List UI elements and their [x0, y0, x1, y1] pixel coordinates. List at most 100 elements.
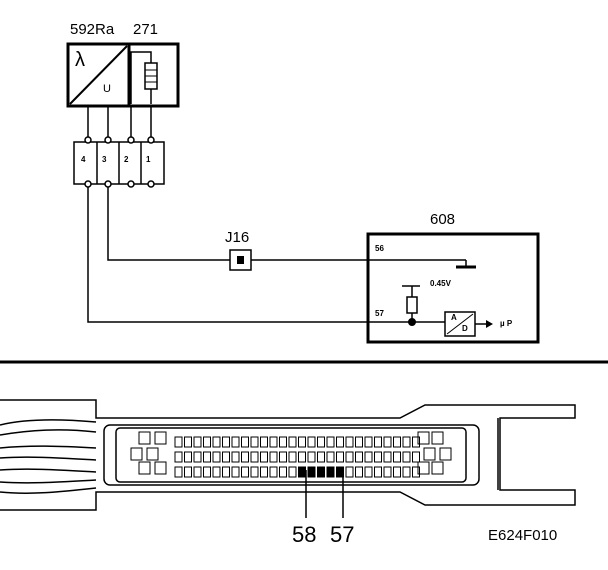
connector-pin — [355, 451, 363, 463]
connector-pin — [364, 436, 373, 448]
connector-pin — [402, 451, 411, 463]
connector-pin — [241, 466, 249, 478]
lambda-symbol: λ — [75, 49, 85, 71]
connector-pin — [260, 451, 268, 463]
junction-label: J16 — [225, 229, 250, 246]
connector-pin — [288, 436, 297, 448]
connector-pin — [307, 466, 316, 478]
ecu-pin-57: 57 — [375, 309, 384, 318]
connector-key — [138, 461, 151, 475]
connector-pin — [212, 436, 221, 448]
connector-pin-3: 3 — [102, 155, 107, 164]
connector-pin — [345, 436, 354, 448]
connector-pin — [203, 466, 211, 478]
connector-pin-4: 4 — [81, 155, 86, 164]
connector-pin — [298, 451, 306, 463]
connector-pin — [326, 436, 335, 448]
connector-pin — [412, 466, 420, 478]
connector-pin — [203, 451, 211, 463]
connector-pin — [260, 466, 268, 478]
connector-pin — [402, 466, 411, 478]
connector-pin — [279, 466, 287, 478]
voltage-symbol: U — [103, 83, 111, 95]
connector-key — [154, 461, 167, 475]
pin-rows — [130, 431, 452, 478]
ecu-label: 608 — [430, 211, 456, 228]
connector-pin — [345, 451, 354, 463]
connector-pin — [184, 451, 192, 463]
connector-pin — [393, 466, 401, 478]
sensor-diagonal — [69, 45, 128, 105]
connector-pin — [307, 451, 316, 463]
connector-pin — [269, 466, 278, 478]
microprocessor-label: µ P — [500, 319, 513, 328]
connector-pin — [212, 451, 221, 463]
ecu-box — [366, 232, 540, 344]
connector-pin — [383, 466, 392, 478]
connector-pin — [193, 451, 202, 463]
connector-key — [417, 461, 430, 475]
connector-pin — [412, 451, 420, 463]
wire-pin4-to-57 — [87, 187, 445, 323]
connector-pin — [241, 436, 249, 448]
connector-pin — [250, 466, 259, 478]
connector-pin — [412, 436, 420, 448]
ecu-pin-56: 56 — [375, 244, 384, 253]
connector-pin-2: 2 — [124, 155, 129, 164]
reference-resistor — [406, 296, 418, 314]
connector-pin — [374, 466, 382, 478]
connector-pin — [393, 436, 401, 448]
connector-pin — [383, 436, 392, 448]
connector-pin — [355, 466, 363, 478]
connector-pin — [288, 466, 297, 478]
connector-key — [423, 447, 436, 461]
converter-d: D — [462, 324, 468, 333]
connector-pin — [250, 436, 259, 448]
connector-pin-1: 1 — [146, 155, 151, 164]
connector-pin — [364, 466, 373, 478]
connector-key — [154, 431, 167, 445]
connector-pin — [374, 451, 382, 463]
connector-key — [431, 431, 444, 445]
connector-pin — [250, 451, 259, 463]
connector-pin — [231, 451, 240, 463]
connector-pin — [222, 436, 230, 448]
connector-pin — [402, 436, 411, 448]
connector-pin — [260, 436, 268, 448]
connector-pin — [222, 451, 230, 463]
pin-callout-57: 57 — [330, 522, 355, 547]
connector-pin — [317, 436, 325, 448]
connector-key — [138, 431, 151, 445]
connector-pin — [241, 451, 249, 463]
connector-pin — [374, 436, 382, 448]
connector-pin — [174, 466, 183, 478]
connector-pin — [326, 451, 335, 463]
connector-pin — [383, 451, 392, 463]
figure-code: E624F010 — [488, 527, 558, 544]
wire-pin3-to-56 — [107, 187, 230, 261]
connector-pin — [279, 451, 287, 463]
connector-key — [417, 431, 430, 445]
heater-label: 271 — [133, 21, 159, 38]
connector-pin — [269, 451, 278, 463]
connector-key — [431, 461, 444, 475]
connector-pin — [298, 466, 306, 478]
connector-pin — [393, 451, 401, 463]
connector-pin — [184, 436, 192, 448]
connector-key — [130, 447, 143, 461]
connector-pin — [288, 451, 297, 463]
reference-voltage: 0.45V — [430, 279, 451, 288]
converter-a: A — [451, 313, 457, 322]
connector-pin — [193, 466, 202, 478]
connector-pin — [336, 451, 344, 463]
ecu-connector-view — [0, 399, 576, 511]
connector-pin — [345, 466, 354, 478]
connector-pin — [269, 436, 278, 448]
connector-pin — [364, 451, 373, 463]
connector-pin — [193, 436, 202, 448]
connector-pin — [212, 466, 221, 478]
heater-box — [127, 42, 180, 108]
connector-pin — [298, 436, 306, 448]
connector-pin — [355, 436, 363, 448]
